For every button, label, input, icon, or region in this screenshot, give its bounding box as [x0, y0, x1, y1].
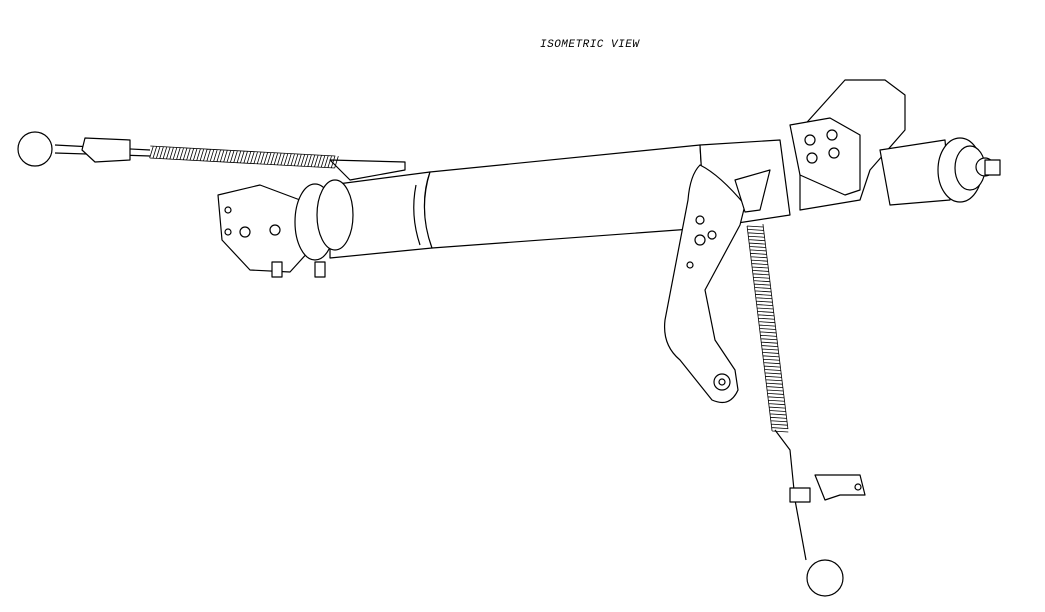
left-clamp [217, 159, 406, 278]
pedal-lever [663, 164, 771, 403]
right-housing [699, 79, 1001, 229]
main-tube [329, 144, 706, 259]
vertical-spring [746, 223, 866, 597]
view-title: ISOMETRIC VIEW [540, 39, 640, 51]
left-spring [17, 131, 339, 169]
